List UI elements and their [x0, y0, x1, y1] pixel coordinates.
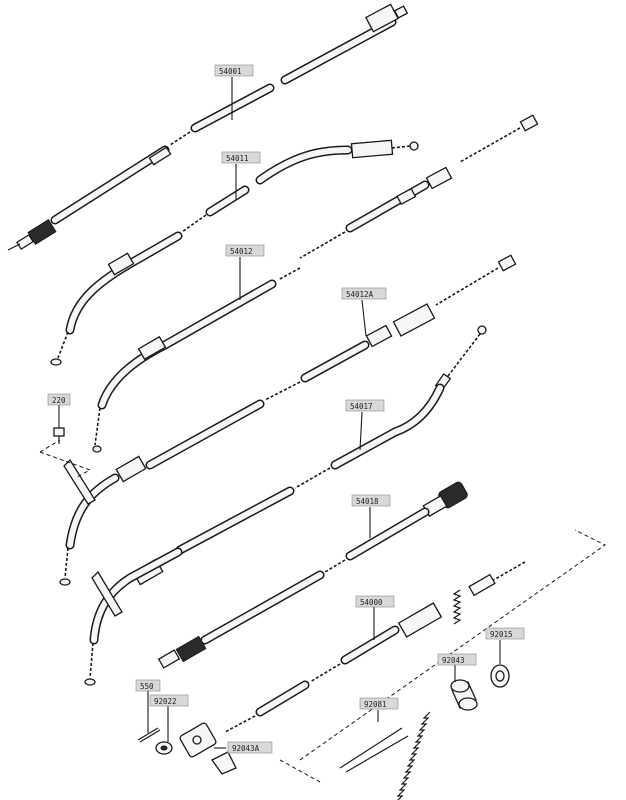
label-54001: 54001 — [214, 64, 254, 77]
svg-text:220: 220 — [52, 396, 66, 405]
cable-upper-right[interactable] — [299, 114, 539, 259]
cable-54001[interactable] — [7, 3, 409, 251]
svg-text:54000: 54000 — [360, 598, 383, 607]
svg-text:92081: 92081 — [364, 700, 387, 709]
label-54017: 54017 — [345, 399, 385, 412]
part-220-screw[interactable] — [53, 427, 65, 444]
svg-text:54001: 54001 — [219, 67, 242, 76]
svg-text:92043: 92043 — [442, 656, 465, 665]
part-92081-spring[interactable] — [339, 711, 431, 800]
label-92081: 92081 — [359, 697, 399, 710]
svg-text:92043A: 92043A — [232, 744, 260, 753]
svg-text:54012: 54012 — [230, 247, 253, 256]
cable-54011[interactable] — [50, 139, 419, 366]
label-54018: 54018 — [351, 494, 391, 507]
svg-text:54012A: 54012A — [346, 290, 374, 299]
part-550-pin[interactable] — [137, 727, 161, 743]
svg-text:92022: 92022 — [154, 697, 177, 706]
cable-54018[interactable] — [157, 481, 469, 669]
label-54012: 54012 — [225, 244, 265, 257]
cable-54012A[interactable] — [59, 254, 517, 586]
label-550: 550 — [135, 679, 161, 692]
cable-54017[interactable] — [84, 325, 487, 686]
assembly-line-left — [39, 439, 92, 479]
label-92043A: 92043A — [227, 741, 273, 754]
cable-54012[interactable] — [92, 267, 301, 453]
assembly-line-bottom — [279, 759, 321, 783]
cable-54000[interactable] — [179, 561, 526, 775]
svg-text:54017: 54017 — [350, 402, 373, 411]
label-92022: 92022 — [149, 694, 189, 707]
label-92043: 92043 — [437, 653, 477, 666]
svg-text:92015: 92015 — [490, 630, 513, 639]
label-54011: 54011 — [221, 151, 261, 164]
svg-text:54018: 54018 — [356, 497, 379, 506]
label-220: 220 — [47, 393, 71, 406]
part-92022-washer[interactable] — [155, 741, 173, 755]
label-54000: 54000 — [355, 595, 395, 608]
part-92043-collar[interactable] — [450, 679, 478, 711]
label-92015: 92015 — [485, 627, 525, 640]
label-54012A: 54012A — [341, 287, 387, 300]
part-92015-plug[interactable] — [490, 664, 510, 688]
assembly-line-right — [299, 529, 606, 761]
svg-text:550: 550 — [140, 682, 154, 691]
leader-lines — [58, 77, 501, 749]
svg-text:54011: 54011 — [226, 154, 249, 163]
